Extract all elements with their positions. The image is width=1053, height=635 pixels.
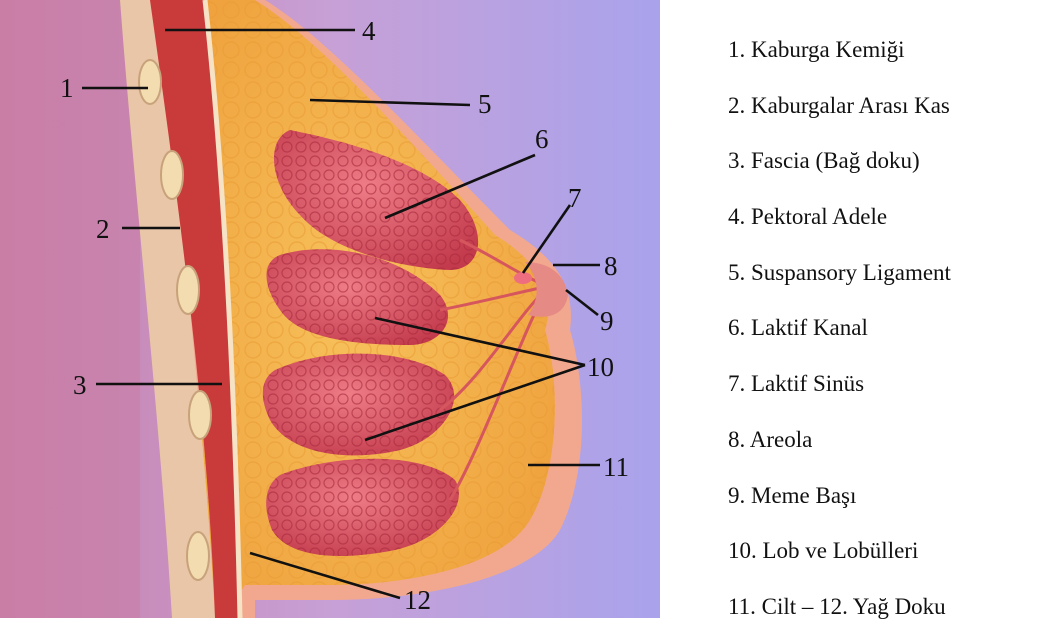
- callout-11: 11: [603, 452, 629, 482]
- callout-2: 2: [96, 214, 110, 244]
- callout-6: 6: [535, 124, 549, 154]
- legend-list: 1. Kaburga Kemiği 2. Kaburgalar Arası Ka…: [728, 22, 1053, 635]
- callout-7: 7: [568, 183, 582, 213]
- lactiferous-sinus: [514, 272, 532, 284]
- callout-8: 8: [604, 251, 618, 281]
- legend-item: 3. Fascia (Bağ doku): [728, 133, 1053, 189]
- callout-1: 1: [60, 73, 74, 103]
- legend-item: 10. Lob ve Lobülleri: [728, 523, 1053, 579]
- rib-bone: [161, 151, 183, 199]
- rib-bone: [139, 60, 161, 104]
- legend-item: 4. Pektoral Adele: [728, 189, 1053, 245]
- rib-bone: [177, 266, 199, 314]
- legend-item: 8. Areola: [728, 412, 1053, 468]
- callout-5: 5: [478, 89, 492, 119]
- callout-12: 12: [404, 585, 431, 615]
- legend-item: 6. Laktif Kanal: [728, 300, 1053, 356]
- callout-4: 4: [362, 16, 376, 46]
- rib-bone: [189, 391, 211, 439]
- legend-item: 7. Laktif Sinüs: [728, 356, 1053, 412]
- callout-10: 10: [587, 352, 614, 382]
- callout-3: 3: [73, 370, 87, 400]
- legend-item: 11. Cilt – 12. Yağ Doku: [728, 579, 1053, 635]
- legend-item: 2. Kaburgalar Arası Kas: [728, 78, 1053, 134]
- callout-9: 9: [600, 306, 614, 336]
- legend-item: 9. Meme Başı: [728, 468, 1053, 524]
- breast-anatomy-illustration: 1 2 3 4 5 6 7 8 9 10 11 12: [0, 0, 660, 618]
- legend-item: 1. Kaburga Kemiği: [728, 22, 1053, 78]
- rib-bone: [187, 532, 209, 580]
- legend-item: 5. Suspansory Ligament: [728, 245, 1053, 301]
